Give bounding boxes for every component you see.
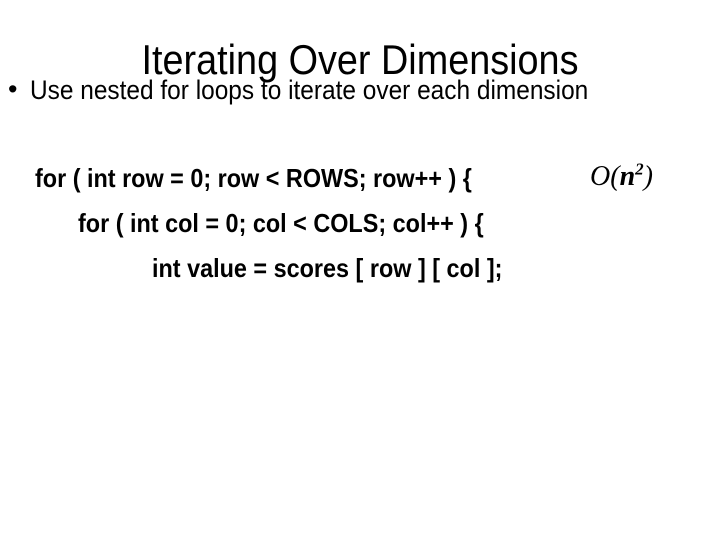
code-line: int value = scores [ row ] [ col ];	[0, 250, 720, 295]
open-paren: (	[610, 161, 620, 192]
complexity-exponent: 2	[635, 159, 644, 179]
bullet-point-icon: •	[8, 74, 18, 104]
code-line-text: int value = scores [ row ] [ col ];	[152, 253, 503, 283]
big-o-symbol: O	[590, 161, 611, 192]
complexity-variable: n	[619, 161, 636, 192]
code-line-text: for ( int col = 0; col < COLS; col++ ) {	[78, 208, 484, 238]
code-line-text: for ( int row = 0; row < ROWS; row++ ) {	[35, 163, 472, 193]
page-title: Iterating Over Dimensions	[141, 36, 579, 84]
code-line: for ( int col = 0; col < COLS; col++ ) {	[0, 205, 720, 250]
bullet-list-item: • Use nested for loops to iterate over e…	[8, 74, 720, 106]
code-snippet: for ( int row = 0; row < ROWS; row++ ) {…	[0, 160, 720, 295]
close-paren: )	[643, 161, 653, 192]
bullet-item-label: Use nested for loops to iterate over eac…	[30, 75, 589, 105]
complexity-annotation: O(n2)	[590, 159, 653, 195]
code-line: for ( int row = 0; row < ROWS; row++ ) {…	[0, 160, 720, 205]
